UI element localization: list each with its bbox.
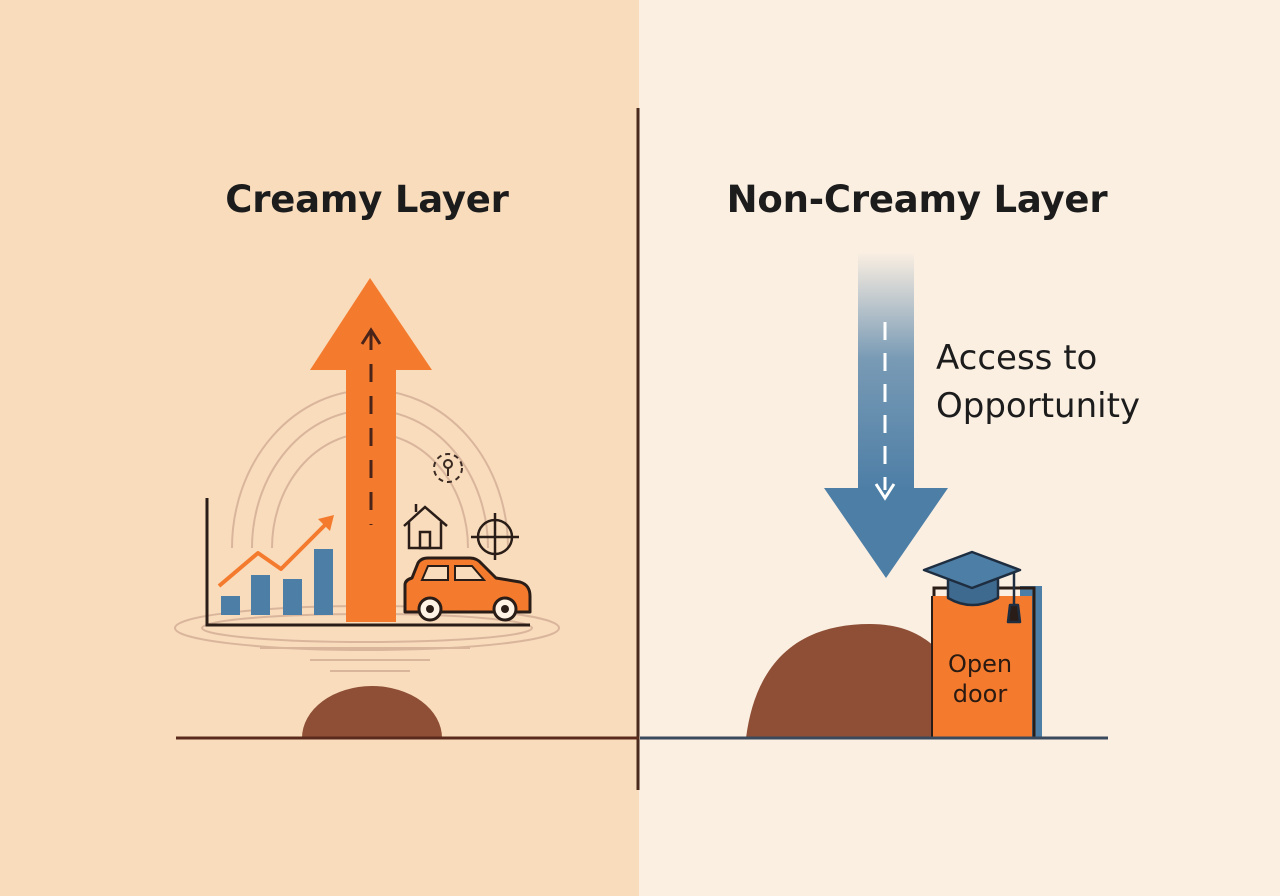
house-icon xyxy=(403,504,448,550)
non-creamy-layer-panel xyxy=(639,0,1280,896)
creamy-layer-panel xyxy=(0,0,639,896)
graduation-cap-icon xyxy=(922,550,1022,624)
upward-arrow-icon xyxy=(310,278,432,622)
left-mound xyxy=(302,686,442,738)
target-icon xyxy=(471,513,519,560)
downward-arrow-icon xyxy=(824,252,948,578)
creamy-layer-title: Creamy Layer xyxy=(225,178,509,221)
trend-arrow-icon xyxy=(217,515,334,588)
open-door-label: Open door xyxy=(934,649,1026,709)
access-to-opportunity-label: Access to Opportunity xyxy=(936,334,1140,430)
access-label-text: Access to Opportunity xyxy=(936,338,1141,426)
non-creamy-layer-title: Non-Creamy Layer xyxy=(726,178,1108,221)
right-mound xyxy=(746,624,978,738)
door-label-text: Open door xyxy=(947,650,1013,708)
location-badge-icon xyxy=(433,453,463,483)
bar-chart-icon xyxy=(205,498,530,627)
car-icon xyxy=(403,556,532,622)
